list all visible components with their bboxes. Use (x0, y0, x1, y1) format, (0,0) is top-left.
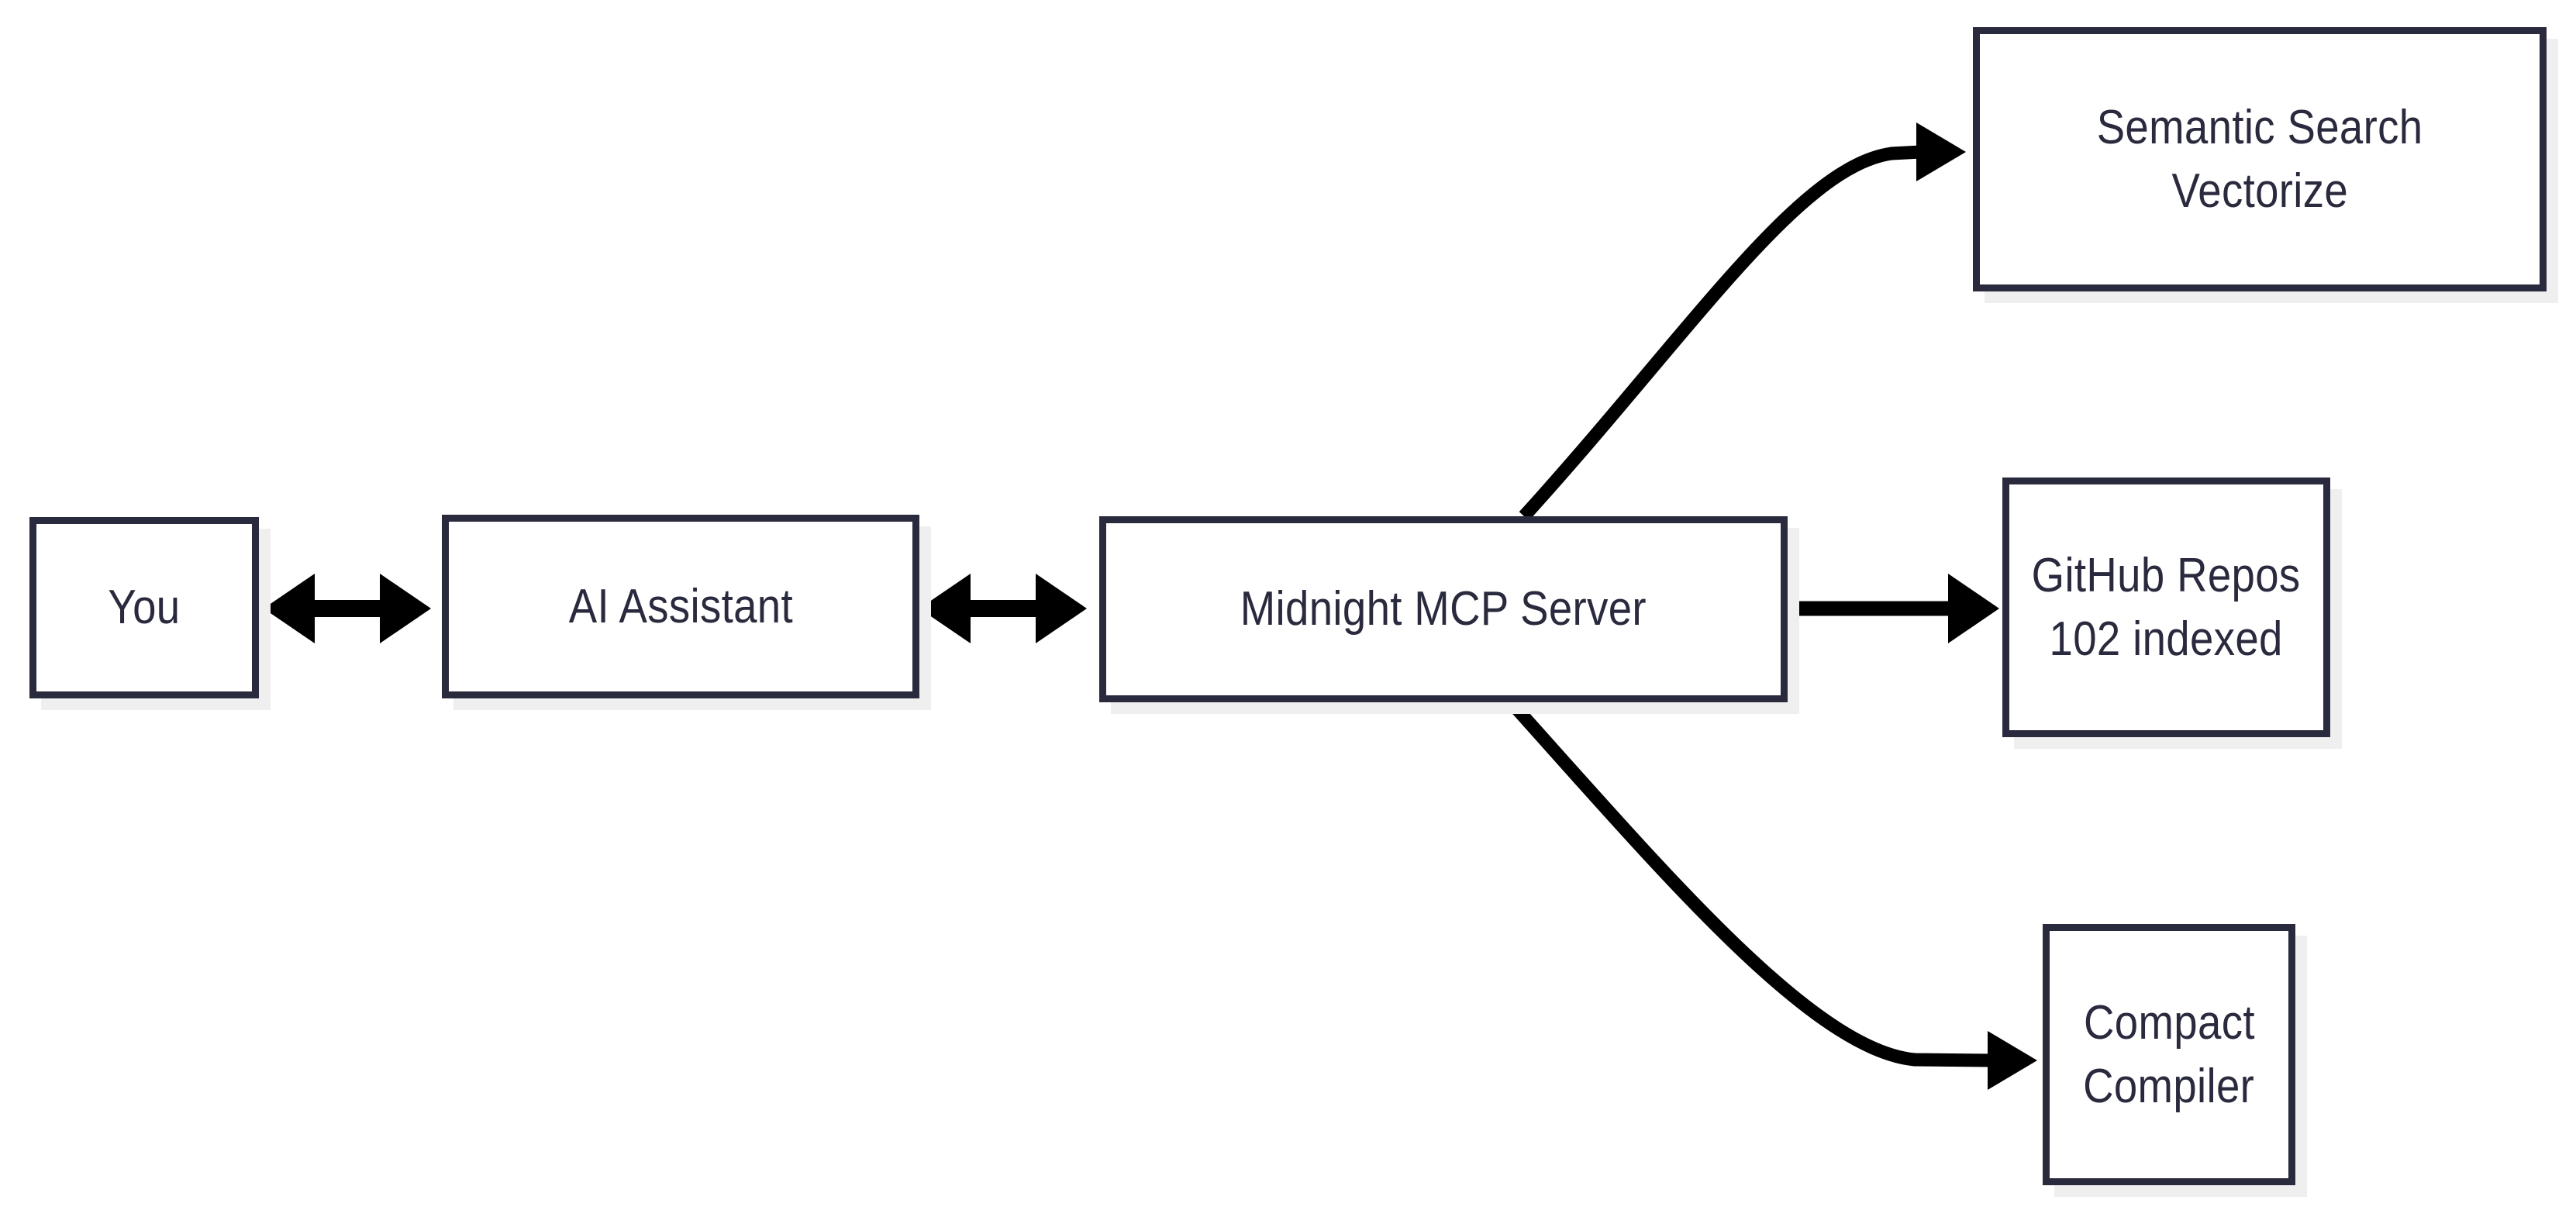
node-compact-compiler-label-line-2: Compiler (2083, 1059, 2255, 1113)
node-midnight-mcp-server[interactable]: Midnight MCP Server (1099, 516, 1788, 702)
node-semantic-search-label-line-1: Semantic Search (2096, 100, 2423, 154)
node-github-repos-label-line-1: GitHub Repos (2032, 548, 2301, 602)
edge-you-ai-assistant (264, 574, 431, 643)
arrowhead-right-icon (1948, 574, 1999, 643)
node-compact-compiler-label-line-1: Compact (2083, 995, 2255, 1050)
node-github-repos-indexed-count: 102 indexed (2049, 612, 2284, 666)
edge-mcp-server-semantic (1519, 122, 1966, 521)
node-midnight-mcp-server-label-line-1: Midnight MCP Server (1240, 582, 1647, 636)
node-compact-compiler[interactable]: Compact Compiler (2043, 924, 2295, 1185)
arrowhead-left-icon (264, 574, 315, 643)
edge-mcp-server-compact (1506, 698, 2037, 1090)
node-ai-assistant[interactable]: AI Assistant (442, 515, 919, 698)
edge-mcp-server-github (1785, 574, 1999, 643)
edge-curve (1506, 698, 1993, 1067)
arrowhead-right-icon (1916, 122, 1966, 181)
arrowhead-right-icon (380, 574, 431, 643)
edge-curve (1519, 145, 1922, 521)
arrowhead-left-icon (919, 574, 971, 643)
node-you[interactable]: You (29, 517, 259, 698)
node-semantic-search-vectorize[interactable]: Semantic Search Vectorize (1973, 27, 2547, 291)
edge-ai-assistant-mcp-server (919, 574, 1087, 643)
node-github-repos[interactable]: GitHub Repos 102 indexed (2002, 477, 2330, 737)
arrowhead-right-icon (1988, 1031, 2037, 1090)
node-semantic-search-label-line-2: Vectorize (2171, 164, 2348, 218)
node-you-label-line-1: You (108, 581, 181, 635)
node-ai-assistant-label-line-1: AI Assistant (568, 579, 793, 633)
arrowhead-right-icon (1036, 574, 1087, 643)
